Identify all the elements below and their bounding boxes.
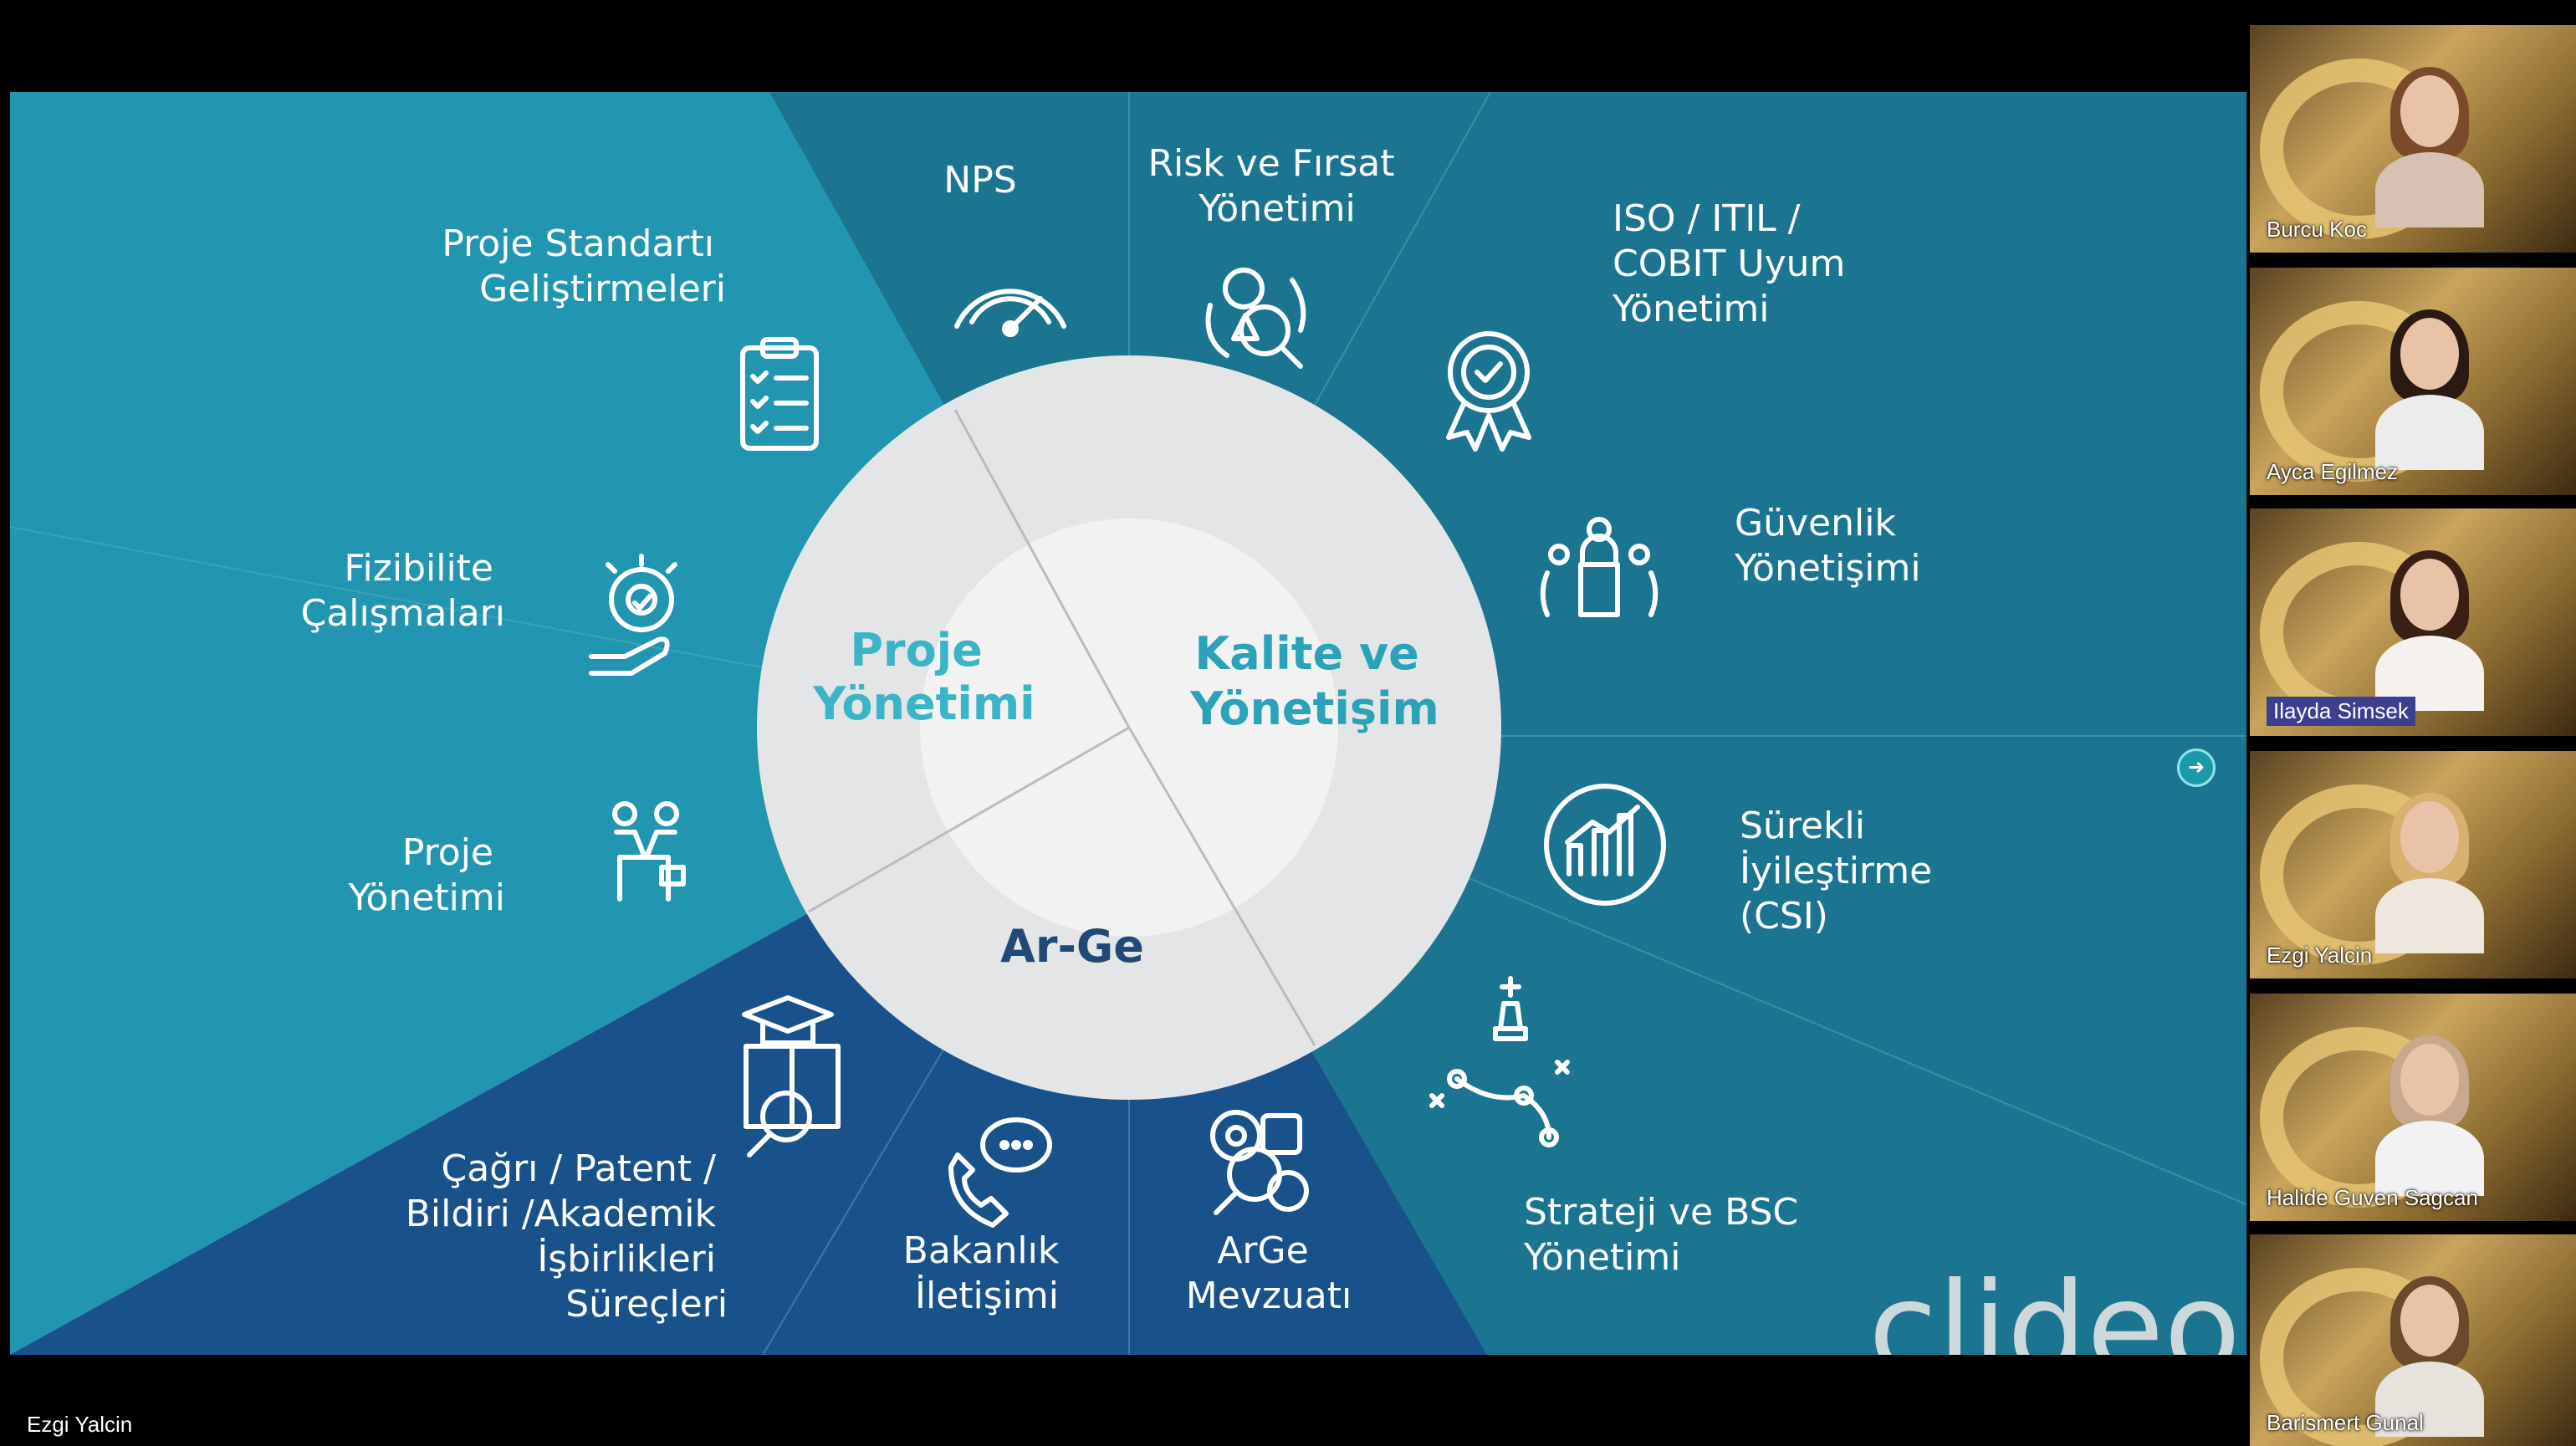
avatar xyxy=(2375,67,2484,227)
label-nps: NPS xyxy=(943,159,1016,202)
label-surekli: Sürekli İyileştirme (CSI) xyxy=(1740,805,1944,938)
center-label-arge: Ar-Ge xyxy=(1000,920,1144,973)
phone-chat-icon xyxy=(948,1117,1052,1228)
arrow-right-icon[interactable]: ➜ xyxy=(2177,749,2216,787)
label-arge-mevzuat: ArGe Mevzuatı xyxy=(1186,1229,1352,1317)
participant-tile[interactable]: Halide Guven Sagcan xyxy=(2250,994,2576,1221)
label-guvenlik: Güvenlik Yönetişimi xyxy=(1734,502,1921,590)
label-bakanlik: Bakanlık İletişimi xyxy=(903,1229,1071,1317)
participant-name: Ilayda Simsek xyxy=(2267,697,2415,726)
speedometer-icon xyxy=(954,289,1066,337)
continuous-improvement-icon xyxy=(1544,784,1666,906)
shared-slide: Proje Yönetimi Kalite ve Yönetişim Ar-Ge… xyxy=(10,92,2246,1355)
avatar xyxy=(2375,793,2484,953)
book-research-icon xyxy=(742,995,841,1157)
label-iso: ISO / ITIL / COBIT Uyum Yönetimi xyxy=(1612,197,1857,330)
label-strateji: Strateji ve BSC Yönetimi xyxy=(1523,1191,1810,1279)
participant-tile[interactable]: Ilayda Simsek xyxy=(2250,508,2576,736)
participant-name: Barismert Gunal xyxy=(2267,1410,2424,1435)
active-speaker-label: Ezgi Yalcin xyxy=(27,1412,133,1437)
label-cagri: Çağrı / Patent / Bildiri /Akademik İşbir… xyxy=(406,1147,728,1326)
label-proje-standarti: Proje Standartı Geliştirmeleri xyxy=(442,222,726,310)
participant-tile[interactable]: Burcu Koc xyxy=(2250,25,2576,253)
label-risk: Risk ve Fırsat Yönetimi xyxy=(1147,142,1406,230)
handshake-icon xyxy=(612,801,686,902)
participant-name: Ezgi Yalcin xyxy=(2267,943,2373,968)
chess-strategy-icon xyxy=(1429,976,1570,1147)
security-governance-icon xyxy=(1540,517,1659,617)
avatar xyxy=(2375,309,2484,470)
avatar xyxy=(2375,1276,2484,1437)
award-badge-icon xyxy=(1446,331,1531,452)
participant-name: Ayca Egilmez xyxy=(2267,459,2399,484)
label-fizibilite: Fizibilite Çalışmaları xyxy=(301,547,505,635)
center-label-kalite: Kalite ve Yönetişim xyxy=(1189,627,1439,735)
label-proje-yonetimi: Proje Yönetimi xyxy=(348,831,505,919)
participant-tile[interactable]: Ayca Egilmez xyxy=(2250,268,2576,495)
participant-tile[interactable]: Barismert Gunal xyxy=(2250,1234,2576,1446)
avatar xyxy=(2375,550,2484,711)
participant-name: Halide Guven Sagcan xyxy=(2267,1185,2478,1210)
risk-search-icon xyxy=(1205,268,1306,369)
center-label-proje: Proje Yönetimi xyxy=(812,624,1035,730)
sector-proje-yonetimi xyxy=(10,92,1129,1355)
participant-name: Burcu Koc xyxy=(2267,217,2367,242)
avatar xyxy=(2375,1035,2484,1196)
settings-hand-icon xyxy=(589,554,677,676)
participant-tile[interactable]: Ezgi Yalcin xyxy=(2250,751,2576,978)
watermark: clideo.com xyxy=(1868,1256,2246,1355)
clipboard-checklist-icon xyxy=(740,337,819,451)
participant-gallery: Burcu Koc Ayca Egilmez Ilayda Simsek Ezg… xyxy=(2250,25,2576,1446)
regulation-search-icon xyxy=(1210,1110,1309,1215)
